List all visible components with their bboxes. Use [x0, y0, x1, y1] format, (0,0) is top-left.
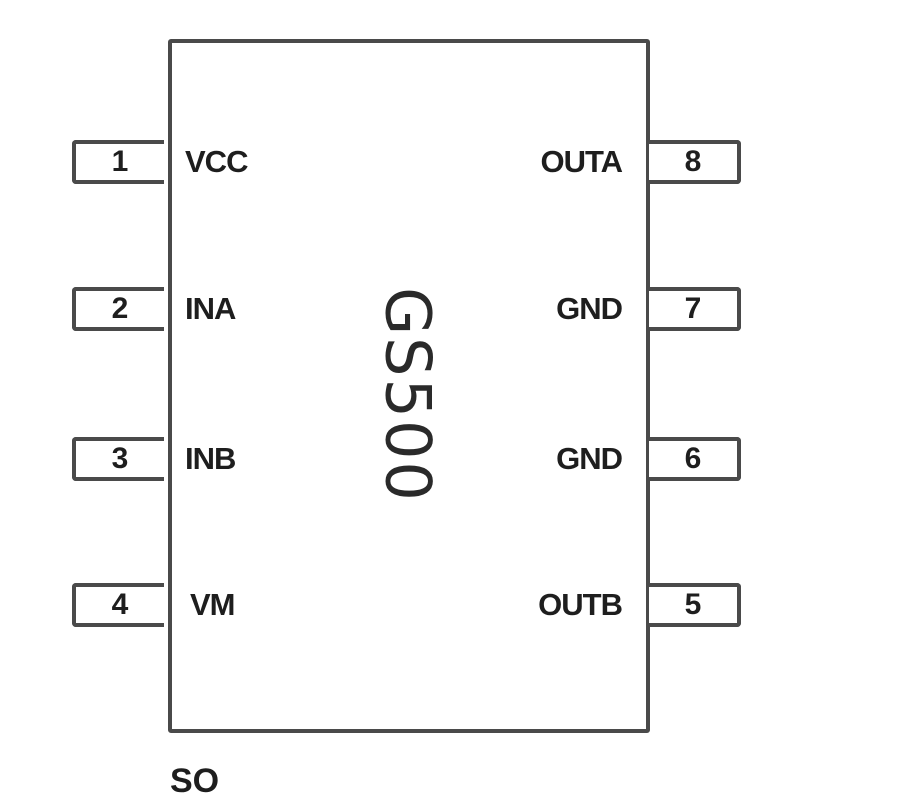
pin-6-label: GND [556, 441, 623, 476]
pin-7-label: GND [556, 291, 623, 326]
pin-8: 8 [649, 140, 741, 184]
pin-7: 7 [649, 287, 741, 331]
pin-4-label: VM [190, 587, 235, 622]
pin-5-label: OUTB [538, 587, 623, 622]
pin-2: 2 [72, 287, 164, 331]
chip-name: GS500 [371, 287, 445, 503]
pin-4: 4 [72, 583, 164, 627]
pin-2-label: INA [185, 291, 236, 326]
pin-1-label: VCC [185, 144, 248, 179]
pin-3: 3 [72, 437, 164, 481]
chip-body [168, 39, 650, 733]
pin-1: 1 [72, 140, 164, 184]
pin-6: 6 [649, 437, 741, 481]
package-caption: SO [170, 762, 220, 800]
pin-3-label: INB [185, 441, 236, 476]
pin-5: 5 [649, 583, 741, 627]
pin-8-label: OUTA [540, 144, 623, 179]
